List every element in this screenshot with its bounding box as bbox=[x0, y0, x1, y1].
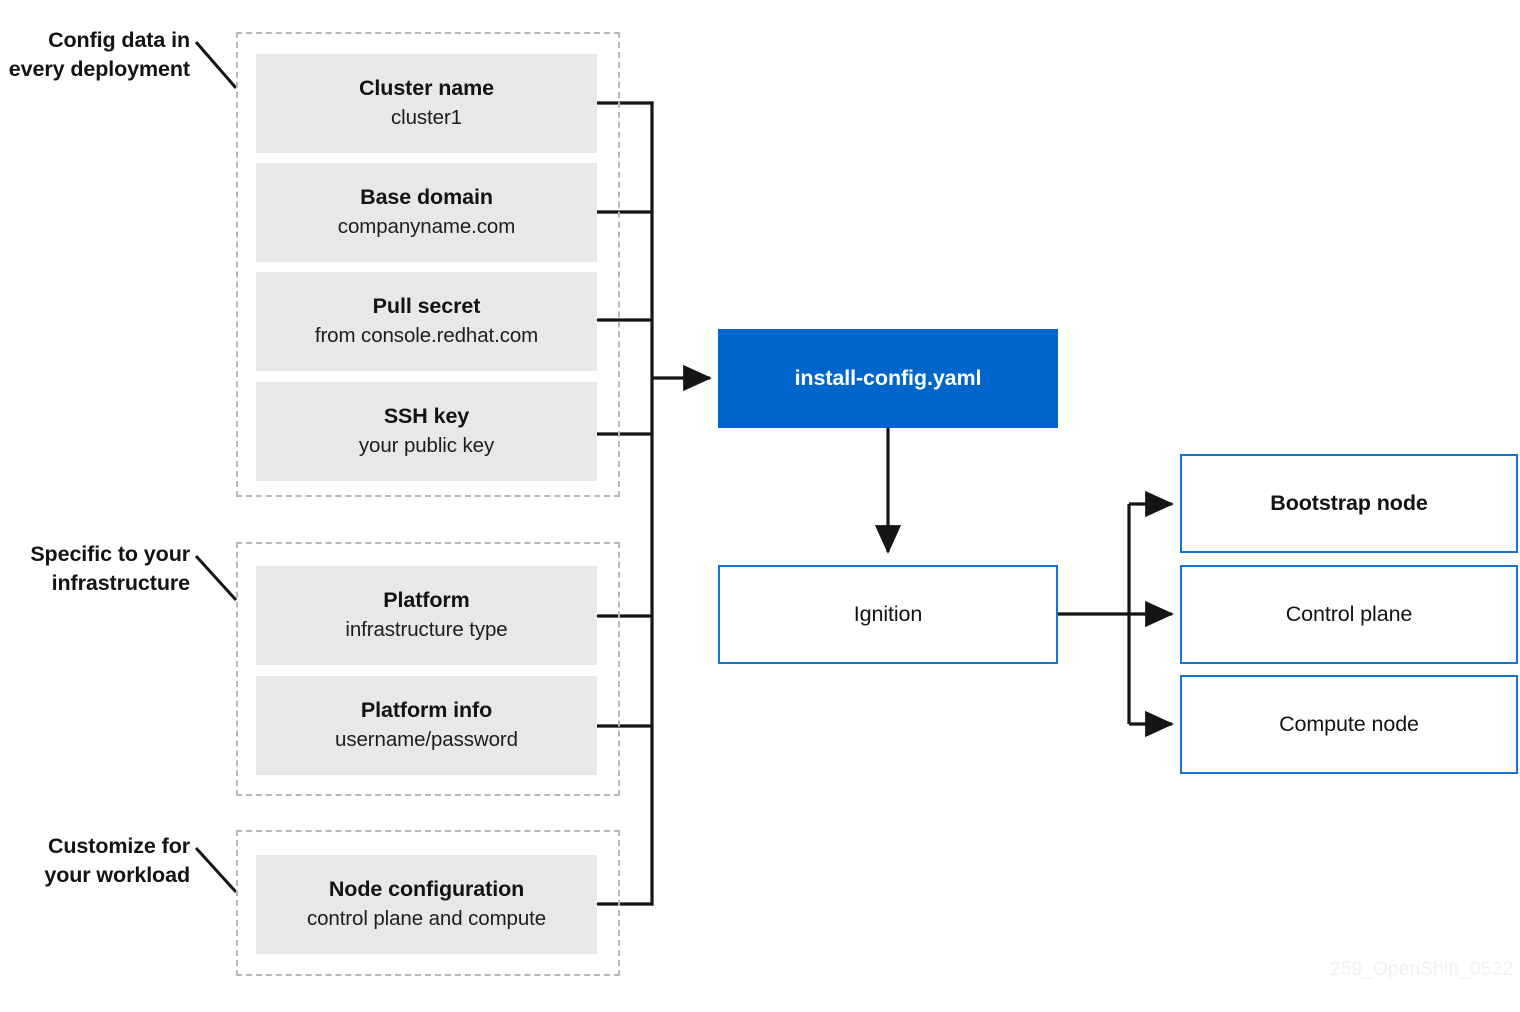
group-label-line-2: infrastructure bbox=[51, 571, 190, 596]
card-title: Base domain bbox=[360, 185, 493, 210]
card-subtitle: cluster1 bbox=[391, 106, 462, 130]
card-title: Node configuration bbox=[328, 877, 525, 902]
group-label-line-2: every deployment bbox=[8, 57, 190, 82]
card-cluster-name[interactable]: Cluster name cluster1 bbox=[256, 54, 597, 153]
card-platform[interactable]: Platform infrastructure type bbox=[256, 566, 597, 665]
card-base-domain[interactable]: Base domain companyname.com bbox=[256, 163, 597, 262]
card-ssh-key[interactable]: SSH key your public key bbox=[256, 382, 597, 481]
node-compute-node[interactable]: Compute node bbox=[1180, 675, 1518, 774]
node-install-config-yaml[interactable]: install-config.yaml bbox=[718, 329, 1058, 428]
card-node-configuration[interactable]: Node configuration control plane and com… bbox=[256, 855, 597, 954]
card-title: Cluster name bbox=[358, 76, 494, 101]
group-container-workload bbox=[236, 830, 620, 976]
card-title: Platform bbox=[383, 588, 470, 613]
node-bootstrap-node[interactable]: Bootstrap node bbox=[1180, 454, 1518, 553]
group-label-config-data: Config data in every deployment bbox=[0, 26, 190, 84]
card-title: SSH key bbox=[383, 404, 470, 429]
watermark-label: 259_OpenShift_0522 bbox=[1330, 959, 1514, 980]
card-subtitle: your public key bbox=[358, 434, 495, 458]
group-container-config-data bbox=[236, 32, 620, 497]
card-subtitle: from console.redhat.com bbox=[314, 324, 539, 348]
card-title: Pull secret bbox=[372, 294, 481, 319]
group-container-infrastructure bbox=[236, 542, 620, 796]
node-ignition[interactable]: Ignition bbox=[718, 565, 1058, 664]
group-label-line-1: Config data in bbox=[48, 28, 190, 52]
card-platform-info[interactable]: Platform info username/password bbox=[256, 676, 597, 775]
card-title: Platform info bbox=[360, 698, 493, 723]
group-label-line-1: Customize for bbox=[47, 834, 190, 858]
group-label-line-2: your workload bbox=[44, 863, 190, 888]
group-label-line-1: Specific to your bbox=[30, 542, 190, 566]
group-label-workload: Customize for your workload bbox=[0, 832, 190, 890]
card-subtitle: infrastructure type bbox=[345, 618, 508, 642]
node-control-plane[interactable]: Control plane bbox=[1180, 565, 1518, 664]
card-subtitle: username/password bbox=[335, 728, 518, 752]
card-pull-secret[interactable]: Pull secret from console.redhat.com bbox=[256, 272, 597, 371]
card-subtitle: companyname.com bbox=[337, 215, 516, 239]
group-label-infrastructure: Specific to your infrastructure bbox=[0, 540, 190, 598]
card-subtitle: control plane and compute bbox=[306, 907, 547, 931]
